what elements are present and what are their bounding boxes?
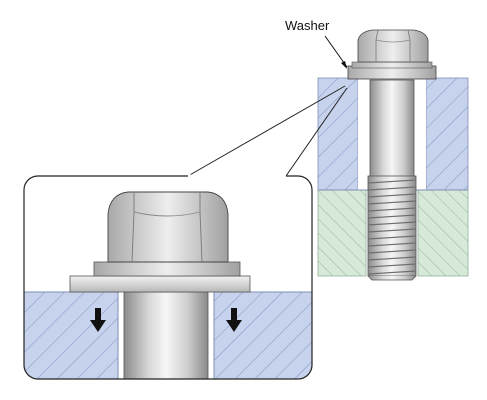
hex-head [357, 29, 429, 63]
inset-plate-left [24, 292, 118, 379]
bolt-threads [367, 175, 417, 281]
upper-plate-left [317, 77, 359, 191]
detail-inset [23, 174, 313, 380]
upper-plate-right [425, 77, 469, 191]
inset-hex-head [107, 191, 229, 263]
inset-frame [23, 175, 313, 380]
inset-bolt-shank [123, 291, 209, 379]
lower-plate-left [317, 189, 367, 277]
callout-line-left [187, 85, 346, 177]
main-assembly [317, 29, 469, 281]
callout-line-right [285, 87, 348, 177]
inset-plate-right [214, 292, 312, 379]
down-arrow-icon [226, 308, 242, 332]
washer-label: Washer [285, 18, 330, 33]
lower-plate-right [417, 189, 469, 277]
inset-washer [69, 275, 251, 293]
washer-leader-arrowhead [341, 61, 347, 69]
down-arrow-icon [90, 308, 106, 332]
bolt-shank [369, 79, 415, 179]
